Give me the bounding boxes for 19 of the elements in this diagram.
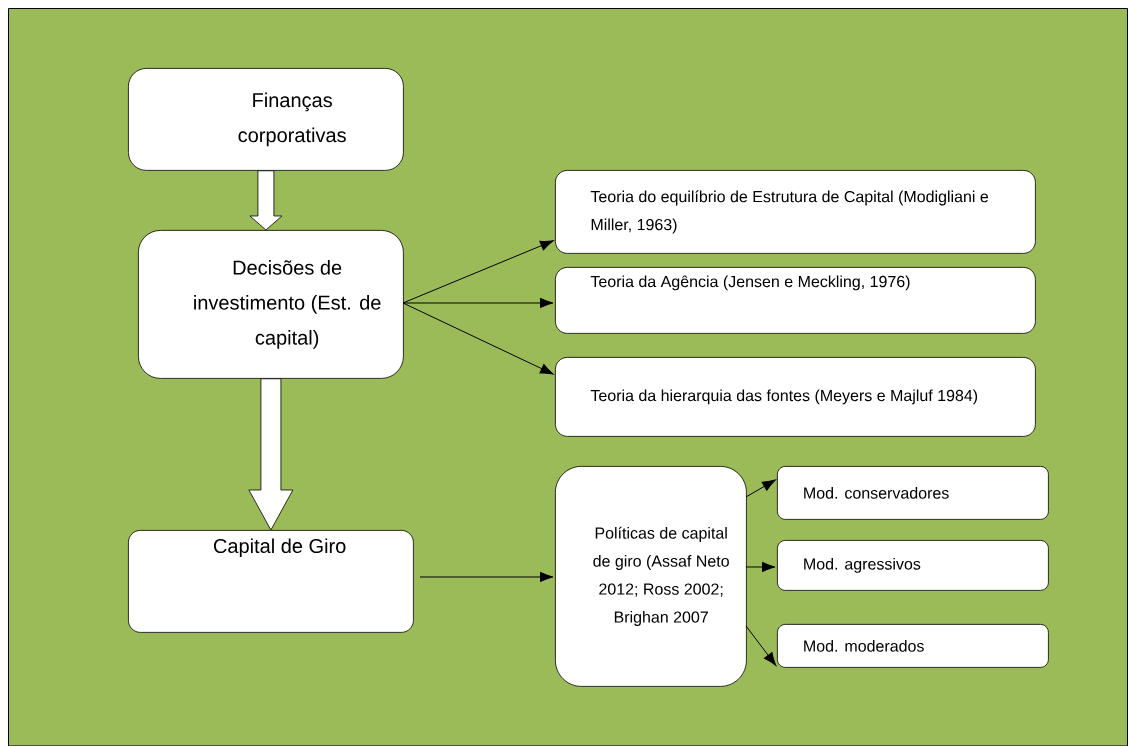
process-box: Teoria do equilíbrio de Estrutura de Capital (Modigliani e Miller, 1963) bbox=[555, 170, 1036, 254]
process-box: Políticas de capital de giro (Assaf Neto 2012; Ross 2002; Brighan 2007 bbox=[555, 466, 747, 687]
process-box: Capital de Giro bbox=[128, 530, 414, 633]
process-box: Mod. agressivos bbox=[777, 540, 1049, 591]
arrow bbox=[402, 240, 554, 304]
process-box: Mod. moderados bbox=[777, 624, 1049, 668]
process-box: Mod. conservadores bbox=[777, 466, 1049, 520]
process-box: Finanças corporativas bbox=[128, 68, 404, 171]
process-box: Decisões de investimento (Est. de capital) bbox=[138, 230, 404, 379]
block-arrow bbox=[248, 378, 294, 531]
arrow bbox=[419, 571, 554, 583]
arrow bbox=[745, 625, 777, 666]
process-box: Teoria da Agência (Jensen e Meckling, 1976) bbox=[555, 267, 1036, 334]
arrow bbox=[402, 302, 554, 375]
block-arrow bbox=[249, 170, 283, 231]
arrow bbox=[745, 479, 776, 498]
process-box: Teoria da hierarquia das fontes (Meyers e Majluf 1984) bbox=[555, 357, 1036, 437]
arrow bbox=[745, 561, 776, 573]
arrow bbox=[402, 297, 554, 309]
